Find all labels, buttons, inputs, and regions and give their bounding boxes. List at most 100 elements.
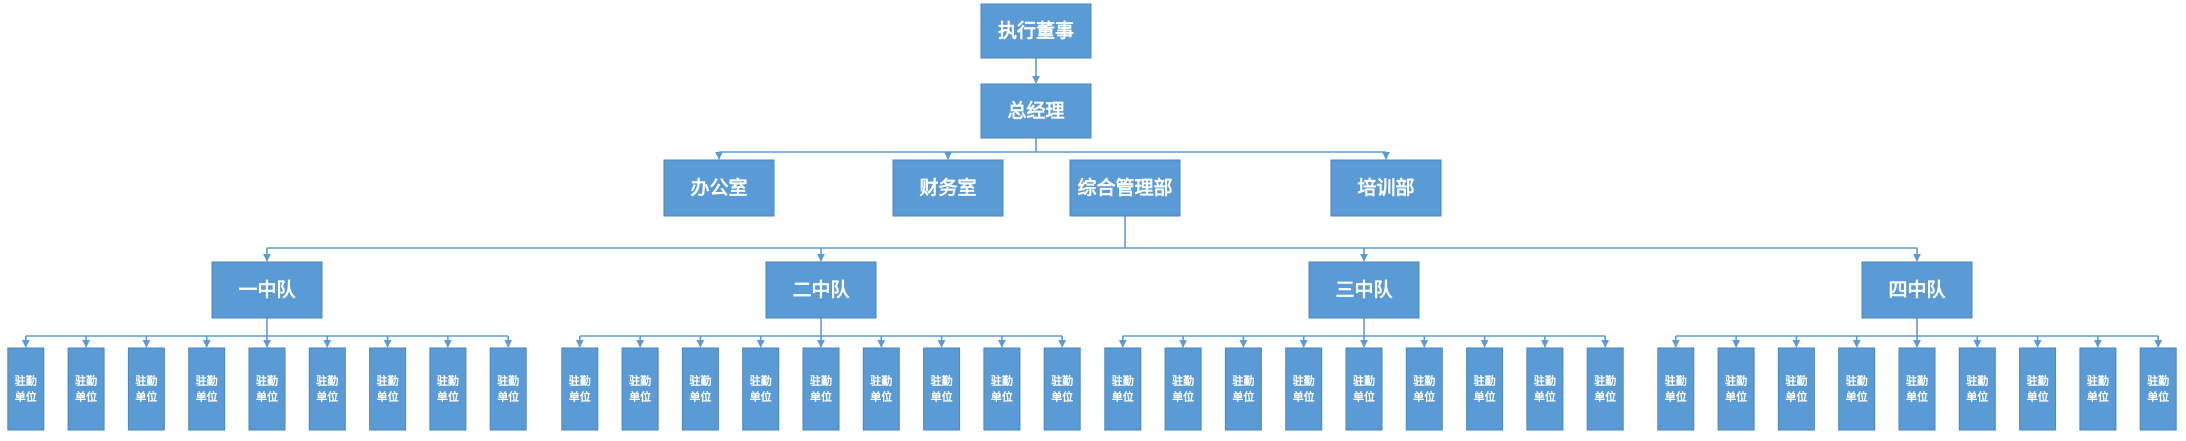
node-duty-unit-rect xyxy=(1224,347,1262,431)
node-duty-unit-rect xyxy=(802,347,840,431)
node-duty-unit-label: 单位 xyxy=(2087,389,2109,403)
node-duty-unit-label: 驻勤 xyxy=(1293,374,1315,388)
node-duty-unit-label: 单位 xyxy=(569,389,591,403)
node-duty-unit-label: 驻勤 xyxy=(2027,374,2049,388)
node-duty-unit-rect xyxy=(1586,347,1624,431)
node-duty-unit-label: 驻勤 xyxy=(377,374,399,388)
node-squad-2: 二中队 xyxy=(765,261,877,319)
node-duty-unit-rect xyxy=(429,347,467,431)
node-duty-unit-rect xyxy=(1104,347,1142,431)
node-department-3-rect xyxy=(1069,159,1181,217)
node-duty-unit-label: 单位 xyxy=(1474,389,1496,403)
node-duty-unit-rect xyxy=(1717,347,1755,431)
node-duty-unit-rect xyxy=(1405,347,1443,431)
node-duty-unit-label: 驻勤 xyxy=(1232,374,1254,388)
node-duty-unit-label: 单位 xyxy=(1966,389,1988,403)
node-duty-unit-label: 单位 xyxy=(1112,389,1134,403)
node-duty-unit-label: 单位 xyxy=(1665,389,1687,403)
node-duty-unit-label: 单位 xyxy=(1353,389,1375,403)
node-department-1-rect xyxy=(663,159,775,217)
node-duty-unit-label: 单位 xyxy=(991,389,1013,403)
node-duty-unit-label: 驻勤 xyxy=(1906,374,1928,388)
node-squad-3-rect xyxy=(1308,261,1420,319)
node-duty-unit-label: 单位 xyxy=(2027,389,2049,403)
node-duty-unit-label: 驻勤 xyxy=(2147,374,2169,388)
node-department-4: 培训部 xyxy=(1330,159,1442,217)
node-squad-1-label: 一中队 xyxy=(238,278,296,301)
node-duty-unit-label: 单位 xyxy=(196,389,218,403)
node-boxes: 执行董事总经理办公室财务室综合管理部培训部一中队驻勤单位驻勤单位驻勤单位驻勤单位… xyxy=(7,3,2177,431)
node-duty-unit-label: 单位 xyxy=(870,389,892,403)
node-department-2-rect xyxy=(892,159,1004,217)
node-duty-unit-label: 单位 xyxy=(1534,389,1556,403)
node-duty-unit-label: 单位 xyxy=(689,389,711,403)
node-general-manager: 总经理 xyxy=(980,83,1092,139)
node-squad-1: 一中队 xyxy=(211,261,323,319)
node-department-3-label: 综合管理部 xyxy=(1077,176,1172,199)
node-duty-unit-rect xyxy=(489,347,527,431)
node-duty-unit-label: 单位 xyxy=(1413,389,1435,403)
node-duty-unit-rect xyxy=(1657,347,1695,431)
node-duty-unit-rect xyxy=(923,347,961,431)
node-duty-unit-rect xyxy=(248,347,286,431)
node-duty-unit-label: 驻勤 xyxy=(1413,374,1435,388)
node-duty-unit-rect xyxy=(308,347,346,431)
node-duty-unit-label: 驻勤 xyxy=(569,374,591,388)
node-duty-unit-rect xyxy=(621,347,659,431)
node-duty-unit-rect xyxy=(1285,347,1323,431)
node-duty-unit-label: 单位 xyxy=(135,389,157,403)
node-duty-unit-label: 单位 xyxy=(1594,389,1616,403)
node-duty-unit-rect xyxy=(862,347,900,431)
node-duty-unit-rect xyxy=(561,347,599,431)
node-squad-3-label: 三中队 xyxy=(1335,278,1393,301)
node-squad-2-label: 二中队 xyxy=(792,278,850,301)
node-duty-unit-rect xyxy=(1777,347,1815,431)
node-duty-unit-label: 驻勤 xyxy=(931,374,953,388)
node-duty-unit-rect xyxy=(188,347,226,431)
node-general-manager-label: 总经理 xyxy=(1007,99,1064,122)
node-duty-unit-label: 驻勤 xyxy=(1112,374,1134,388)
node-duty-unit-label: 驻勤 xyxy=(75,374,97,388)
node-duty-unit-label: 单位 xyxy=(810,389,832,403)
node-squad-4-label: 四中队 xyxy=(1888,278,1946,301)
node-executive-director-label: 执行董事 xyxy=(998,19,1074,42)
node-duty-unit-rect xyxy=(127,347,165,431)
node-department-1-label: 办公室 xyxy=(690,176,747,199)
node-duty-unit-label: 驻勤 xyxy=(1594,374,1616,388)
node-duty-unit-label: 单位 xyxy=(377,389,399,403)
node-duty-unit-rect xyxy=(1043,347,1081,431)
node-squad-3: 三中队 xyxy=(1308,261,1420,319)
node-duty-unit-label: 驻勤 xyxy=(750,374,772,388)
node-duty-unit-label: 驻勤 xyxy=(15,374,37,388)
node-duty-unit-label: 驻勤 xyxy=(196,374,218,388)
node-duty-unit-rect xyxy=(1164,347,1202,431)
node-duty-unit-label: 驻勤 xyxy=(810,374,832,388)
node-duty-unit-rect xyxy=(1838,347,1876,431)
node-duty-unit-rect xyxy=(7,347,45,431)
node-department-3: 综合管理部 xyxy=(1069,159,1181,217)
node-duty-unit-rect xyxy=(2019,347,2057,431)
node-duty-unit-rect xyxy=(1958,347,1996,431)
node-department-4-label: 培训部 xyxy=(1357,176,1414,199)
